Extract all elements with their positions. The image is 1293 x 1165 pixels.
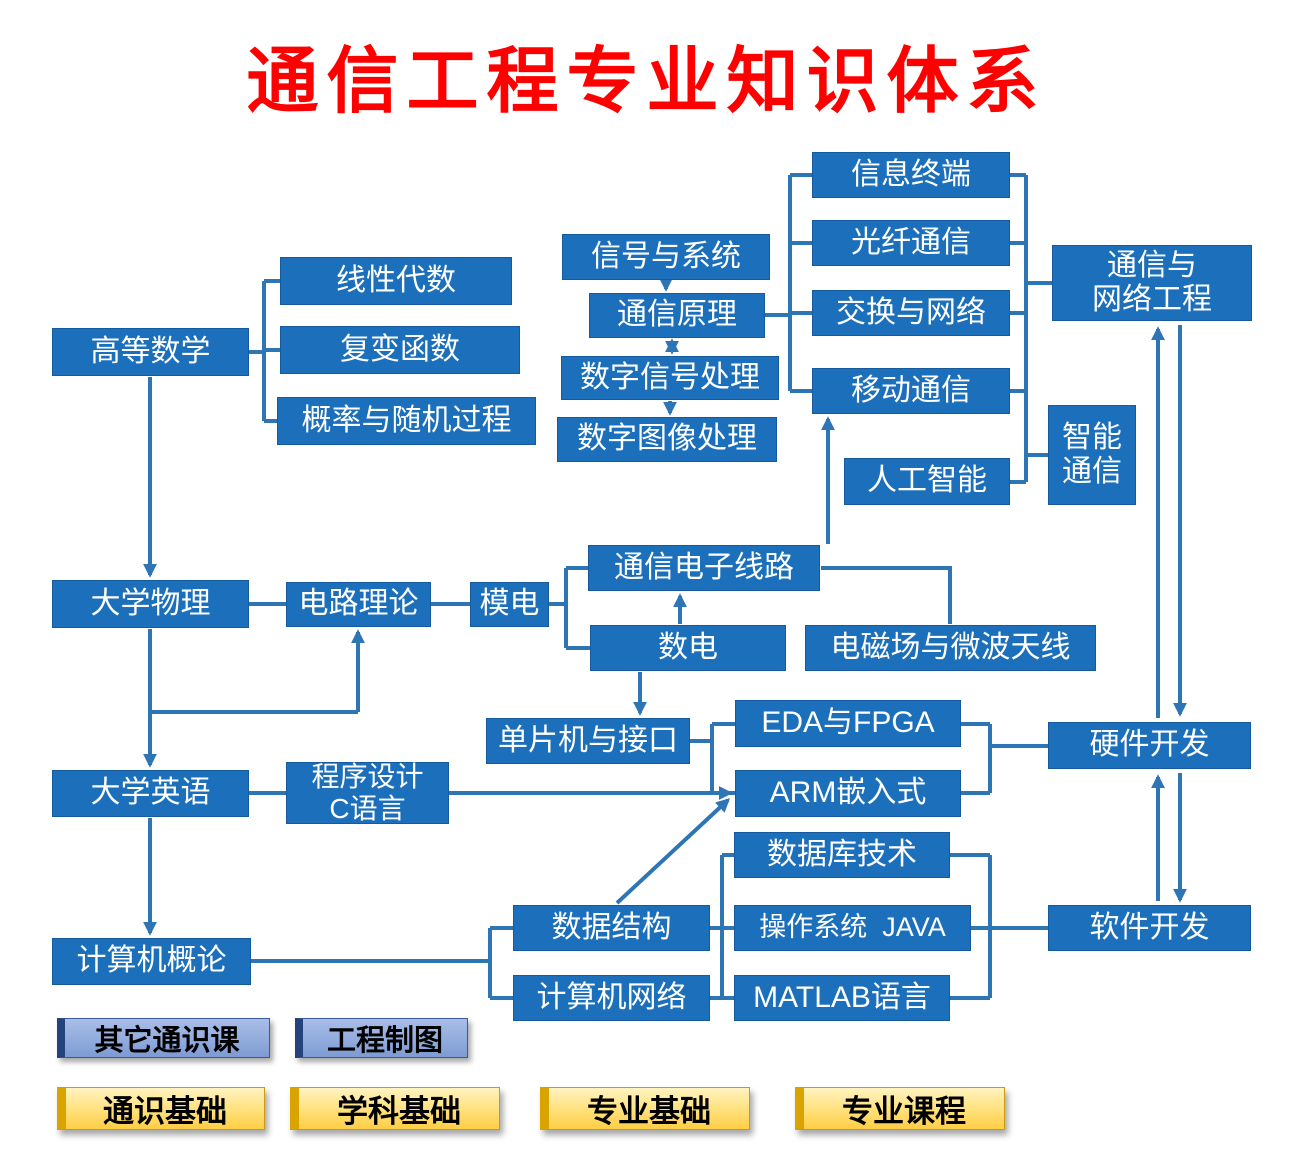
node-analog-electronics: 模电 [470, 582, 549, 627]
node-complex-functions: 复变函数 [280, 326, 520, 374]
node-digital-image-processing: 数字图像处理 [557, 417, 777, 462]
node-line: 程序设计 [311, 760, 424, 792]
node-linear-algebra: 线性代数 [280, 257, 512, 305]
legend-general-foundation: 通识基础 [57, 1087, 265, 1130]
legend-other-general-courses: 其它通识课 [57, 1018, 270, 1058]
node-info-terminal: 信息终端 [812, 152, 1010, 198]
node-line: 网络工程 [1092, 283, 1212, 316]
node-mobile-comm: 移动通信 [812, 368, 1010, 414]
legend-professional-foundation: 专业基础 [540, 1087, 750, 1130]
node-circuit-theory: 电路理论 [286, 582, 431, 627]
node-physics: 大学物理 [52, 580, 249, 628]
node-ai: 人工智能 [844, 458, 1010, 505]
connector-group [143, 173, 1187, 1000]
node-software-dev: 软件开发 [1048, 905, 1251, 951]
node-digital-electronics: 数电 [590, 625, 786, 671]
node-comm-principles: 通信原理 [589, 293, 765, 338]
node-em-microwave: 电磁场与微波天线 [805, 625, 1096, 671]
node-hardware-dev: 硬件开发 [1048, 722, 1251, 769]
node-line: 通信 [1062, 455, 1122, 488]
node-database: 数据库技术 [734, 832, 950, 878]
legend-professional-courses: 专业课程 [795, 1087, 1005, 1130]
legend-discipline-foundation: 学科基础 [290, 1087, 500, 1130]
node-line: C语言 [329, 793, 406, 824]
node-switching-network: 交换与网络 [812, 290, 1010, 336]
node-signals-systems: 信号与系统 [562, 234, 770, 280]
node-arm-embedded: ARM嵌入式 [735, 770, 961, 817]
node-os-java: 操作系统 JAVA [734, 905, 971, 951]
node-english: 大学英语 [52, 770, 249, 817]
node-eda-fpga: EDA与FPGA [735, 700, 961, 747]
node-comm-electronic-circuits: 通信电子线路 [588, 545, 820, 591]
node-data-structure: 数据结构 [513, 905, 710, 951]
legend-engineering-drawing: 工程制图 [295, 1018, 468, 1058]
node-optical-comm: 光纤通信 [812, 220, 1010, 266]
node-advanced-math: 高等数学 [52, 328, 249, 376]
node-matlab: MATLAB语言 [734, 975, 950, 1021]
node-mcu-interface: 单片机与接口 [486, 718, 690, 764]
node-probability-stochastic: 概率与随机过程 [277, 397, 536, 445]
node-intelligent-comm: 智能 通信 [1048, 405, 1136, 505]
node-computer-intro: 计算机概论 [52, 938, 251, 985]
node-programming-c: 程序设计 C语言 [286, 760, 449, 824]
diagram-title: 通信工程专业知识体系 [246, 42, 1047, 122]
node-digital-signal-processing: 数字信号处理 [561, 356, 779, 400]
node-comm-network-eng: 通信与 网络工程 [1052, 245, 1252, 321]
node-line: 智能 [1062, 420, 1122, 454]
node-line: 通信与 [1107, 248, 1197, 282]
node-computer-network: 计算机网络 [513, 975, 710, 1021]
